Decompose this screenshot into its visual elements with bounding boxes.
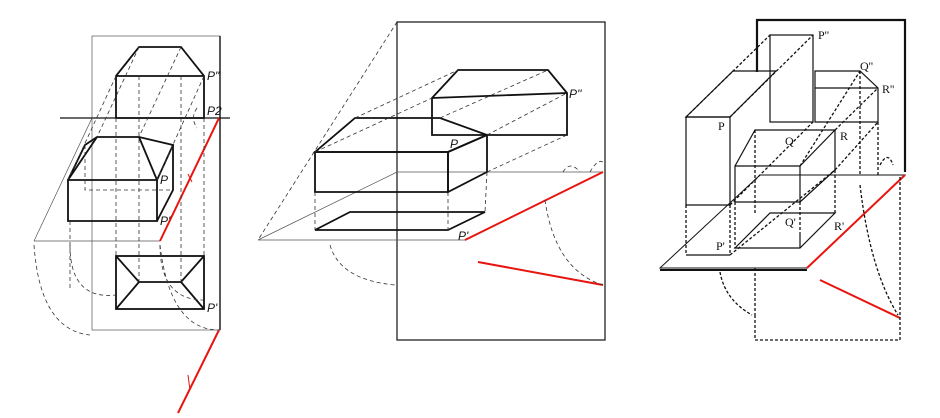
label-p-prime: P'	[716, 239, 725, 253]
label-p-double-prime: P"	[207, 69, 220, 83]
figure-1-two-plane-projection: P" P2 P P' P'	[33, 35, 230, 414]
label-p-double-prime: P''	[569, 87, 582, 101]
plan-hips	[115, 255, 205, 283]
box-front-face	[67, 179, 158, 222]
rotated-plane-outline	[754, 175, 901, 341]
p-double-prime-projection	[769, 34, 814, 123]
label-p-prime-plan: P'	[207, 301, 218, 315]
red-axis	[464, 171, 604, 241]
hidden-edges	[84, 145, 173, 191]
box-roof	[312, 117, 490, 153]
box-roof	[67, 136, 175, 181]
label-p-double-prime: P''	[818, 28, 829, 42]
qr-double-prime-projection	[814, 70, 879, 123]
red-axis	[806, 174, 906, 269]
label-r-double-prime: R''	[882, 82, 894, 96]
red-rotation-line	[477, 261, 604, 286]
horizontal-plane	[658, 174, 907, 269]
label-p-prime: P'	[458, 229, 469, 243]
projection-lines	[685, 34, 899, 316]
red-axis-upper	[159, 117, 220, 242]
box-q-top	[734, 129, 837, 167]
plan-hip	[180, 281, 205, 310]
plan-view	[115, 255, 205, 310]
label-q: Q	[785, 134, 794, 148]
plan-hip	[115, 281, 140, 310]
tick-mark	[187, 374, 191, 391]
label-p-prime: P'	[160, 214, 171, 228]
elevation-view	[115, 46, 205, 119]
roof-hip	[138, 136, 158, 181]
vertical-plane-frame	[91, 35, 221, 331]
label-p: P	[718, 119, 725, 133]
horizontal-plane-side	[33, 117, 93, 242]
label-p2: P2	[207, 104, 222, 118]
vertical-plane	[755, 18, 907, 172]
label-r-prime: R'	[834, 219, 844, 233]
projection-lines	[257, 21, 606, 286]
red-axis-lower	[177, 329, 220, 414]
label-r: R	[840, 129, 848, 143]
vertical-plane-frame	[396, 21, 606, 341]
figure-2-perspective-projection: P P'' P'	[257, 21, 606, 341]
red-rotation-line	[819, 279, 901, 319]
label-q-double-prime: Q''	[860, 59, 873, 73]
tick-mark	[187, 173, 193, 183]
roof-hip	[67, 136, 98, 181]
label-p: P	[450, 137, 458, 151]
box-side	[156, 145, 174, 222]
elevation-eave	[431, 92, 568, 99]
figure-3-multi-point-projection: P'' Q'' R'' P Q R Q' R' P'	[658, 18, 907, 341]
projection-lines	[33, 46, 220, 336]
elevation-view	[431, 69, 568, 136]
box-p-top	[684, 70, 778, 118]
label-q-prime: Q'	[785, 215, 796, 229]
plan-view	[314, 211, 486, 231]
label-p: P	[160, 173, 168, 187]
